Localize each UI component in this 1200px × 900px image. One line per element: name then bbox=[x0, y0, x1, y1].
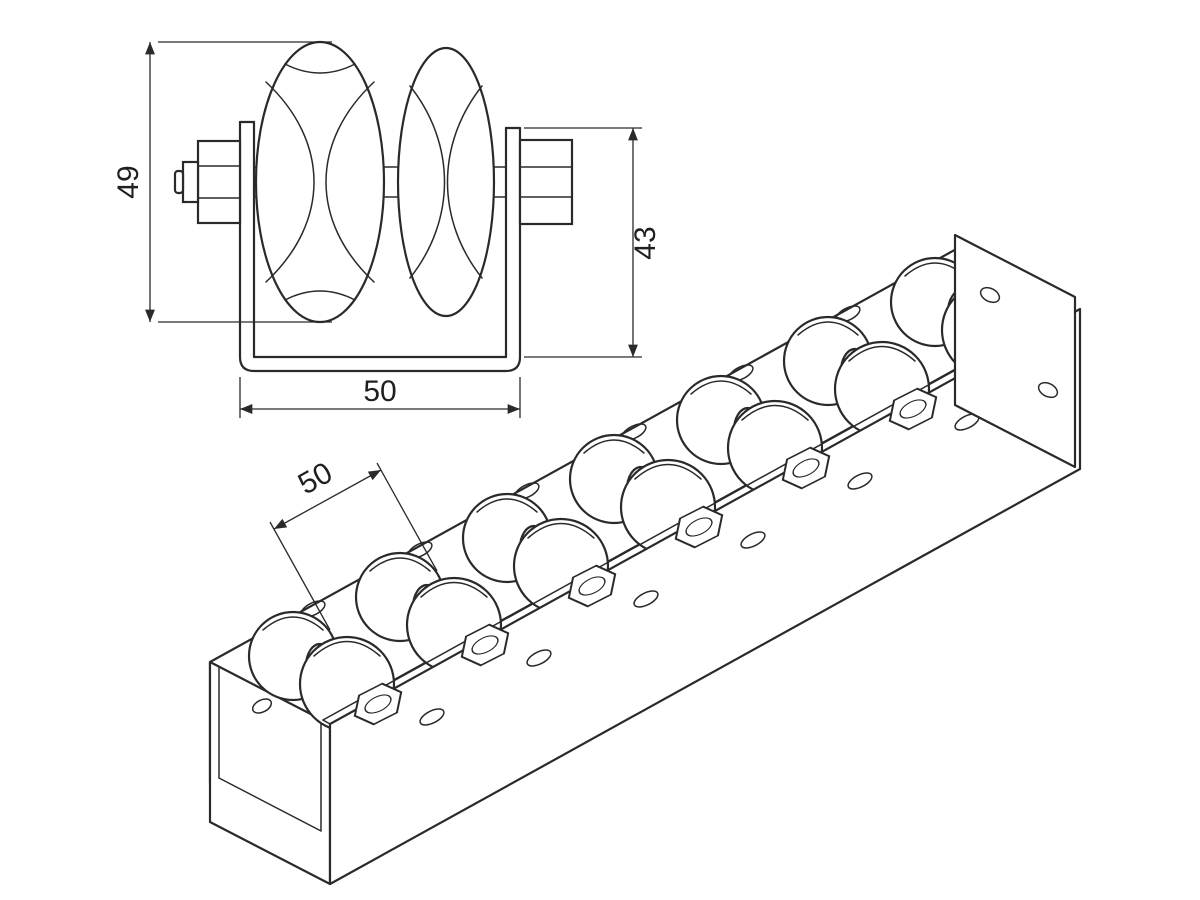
axle-bolt-head bbox=[518, 138, 574, 226]
hex-bolt-icon bbox=[567, 564, 617, 608]
end-face-slot-icon bbox=[251, 698, 273, 714]
dim-43-label: 43 bbox=[629, 226, 662, 259]
isometric-view bbox=[208, 233, 1082, 886]
front-view bbox=[173, 40, 574, 373]
near-wall bbox=[321, 304, 1082, 886]
right-end-plate bbox=[953, 233, 1077, 469]
hex-bolt-icon bbox=[674, 505, 724, 549]
hex-bolt-icon bbox=[460, 623, 510, 667]
hex-bolt-icon bbox=[888, 387, 938, 431]
hex-bolt-icon bbox=[781, 446, 831, 490]
end-plate-hole-icon bbox=[979, 286, 1001, 304]
near-wall-slot-icon bbox=[740, 531, 766, 549]
dim-pitch-50-label: 50 bbox=[293, 456, 338, 501]
near-wall-slot-icon bbox=[633, 590, 659, 608]
dim-49-label: 49 bbox=[112, 165, 145, 198]
dim-50-width-label: 50 bbox=[363, 375, 396, 408]
near-wall-slot-icon bbox=[847, 472, 873, 490]
near-wall-slot-icon bbox=[419, 708, 445, 726]
roller-right-lobe bbox=[396, 46, 496, 318]
dim-width-50: 50 bbox=[239, 375, 521, 418]
axle-nut bbox=[173, 139, 242, 225]
u-bracket bbox=[238, 120, 522, 373]
near-wall-slot-icon bbox=[526, 649, 552, 667]
end-plate-hole-icon bbox=[1037, 381, 1059, 399]
dim-height-43: 43 bbox=[524, 127, 662, 358]
roller-left-lobe bbox=[254, 40, 386, 324]
hex-bolt-icon bbox=[353, 682, 403, 726]
front-dimensions: 49 43 50 bbox=[112, 41, 662, 418]
dim-height-49: 49 bbox=[112, 41, 332, 323]
